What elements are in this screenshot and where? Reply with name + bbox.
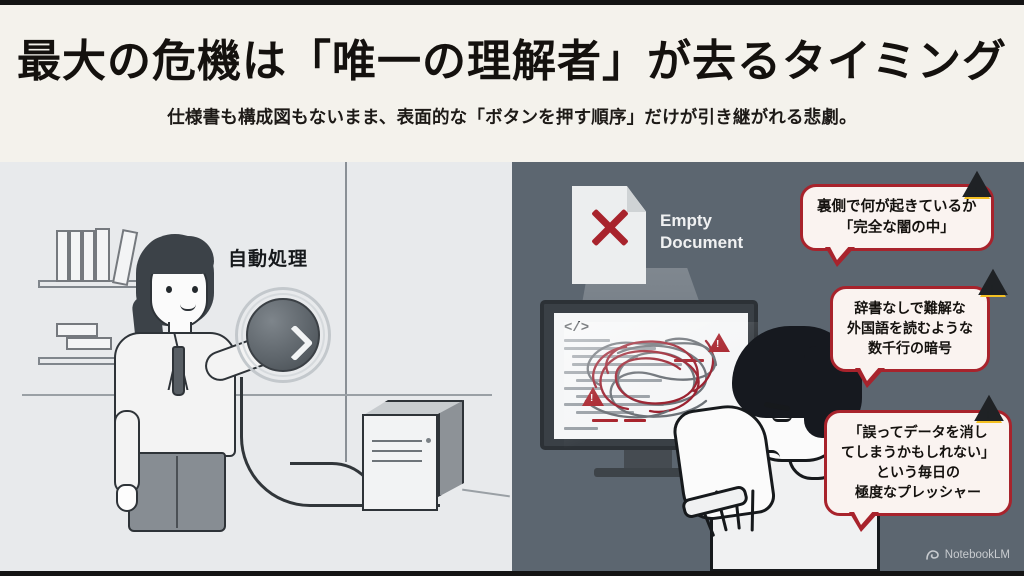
bottom-edge-bar [0, 571, 1024, 576]
server-vent [372, 450, 422, 452]
code-line [576, 379, 662, 382]
server-vent [372, 440, 422, 442]
empty-document-label: Empty Document [660, 210, 743, 254]
right-illustration-panel: Empty Document </> [512, 162, 1024, 571]
header-band: 最大の危機は「唯一の理解者」が去るタイミング 仕様書も構成図もないまま、表面的な… [0, 5, 1024, 162]
book-icon [69, 230, 82, 282]
book-stack-icon [66, 337, 112, 350]
monitor-screen: </> [554, 313, 758, 448]
code-line-error [624, 419, 646, 422]
code-line [572, 355, 638, 358]
necktie [172, 346, 185, 396]
floor-line-right [462, 488, 510, 498]
callout-line: 辞書なしで難解な [854, 300, 966, 316]
callout-tail [849, 509, 879, 532]
callout-tail [855, 365, 885, 388]
code-line-error [592, 419, 618, 422]
hair-fringe [142, 236, 214, 274]
notebooklm-watermark: NotebookLM [925, 549, 1010, 561]
warning-triangle-icon [964, 176, 990, 199]
empty-document-label-line1: Empty [660, 211, 712, 230]
code-line [576, 395, 650, 398]
book-stack-icon [56, 323, 98, 337]
book-icon [82, 230, 95, 282]
code-line [564, 371, 618, 374]
notebooklm-logo-icon [925, 549, 939, 560]
callout-line: 「完全な闇の中」 [838, 219, 955, 236]
left-illustration-panel: 自動処理 [0, 162, 512, 571]
server-led [426, 438, 431, 443]
arm-resting [114, 410, 140, 494]
skirt-crease [176, 456, 178, 528]
notebooklm-label: NotebookLM [944, 549, 1010, 561]
code-line [564, 427, 598, 430]
code-line-error [674, 359, 704, 362]
server-vent [372, 460, 422, 462]
callout-line: という毎日の [876, 463, 960, 480]
book-icon [56, 230, 69, 282]
callout-line: 裏側で何が起きているか [817, 199, 977, 215]
callout-cipher: 辞書なしで難解な 外国語を読むような 数千行の暗号 [830, 286, 990, 388]
server-tower [362, 414, 438, 511]
warning-triangle-icon [980, 274, 1006, 297]
warning-triangle-icon [976, 400, 1002, 423]
top-edge-bar [0, 0, 1024, 5]
code-line [572, 363, 682, 366]
eye-closed [772, 416, 792, 422]
server-side [438, 400, 464, 497]
code-tag-icon: </> [564, 320, 589, 336]
code-line [564, 347, 656, 350]
page-title: 最大の危機は「唯一の理解者」が去るタイミング [17, 36, 1007, 86]
button-core [246, 298, 320, 372]
empty-document-label-line2: Document [660, 232, 744, 252]
warning-triangle-icon [708, 333, 730, 352]
callout-line: 外国語を読むような [847, 319, 973, 336]
code-line [564, 339, 610, 342]
button-inner-ring [241, 293, 325, 377]
eye-left [166, 286, 172, 293]
callout-line: 極度なプレッシャー [855, 483, 981, 500]
computer-monitor: </> [540, 300, 758, 450]
automation-button[interactable] [235, 287, 331, 383]
page-subtitle: 仕様書も構成図もないまま、表面的な「ボタンを押す順序」だけが引き継がれる悲劇。 [167, 107, 857, 128]
mouth [180, 304, 196, 311]
warning-triangle-icon [582, 387, 604, 406]
eye-right [192, 286, 198, 293]
hand-resting [116, 484, 138, 512]
callout-pressure: 「誤ってデータを消し てしまうかもしれない」 という毎日の 極度なプレッシャー [824, 410, 1012, 532]
office-worker-figure [88, 234, 314, 532]
callout-line: 「誤ってデータを消し [848, 424, 988, 440]
automation-button-label: 自動処理 [228, 249, 309, 270]
monitor-stand [624, 450, 672, 470]
panels-container: 自動処理 [0, 162, 1024, 571]
tangled-code-scribble [584, 337, 718, 419]
callout-line: てしまうかもしれない」 [841, 443, 995, 460]
chevron-right-icon [276, 324, 314, 362]
callout-line: 数千行の暗号 [868, 339, 952, 356]
monitor-base [594, 468, 704, 477]
book-icon [95, 228, 110, 282]
callout-tail [825, 245, 855, 268]
wall-line [345, 162, 347, 462]
